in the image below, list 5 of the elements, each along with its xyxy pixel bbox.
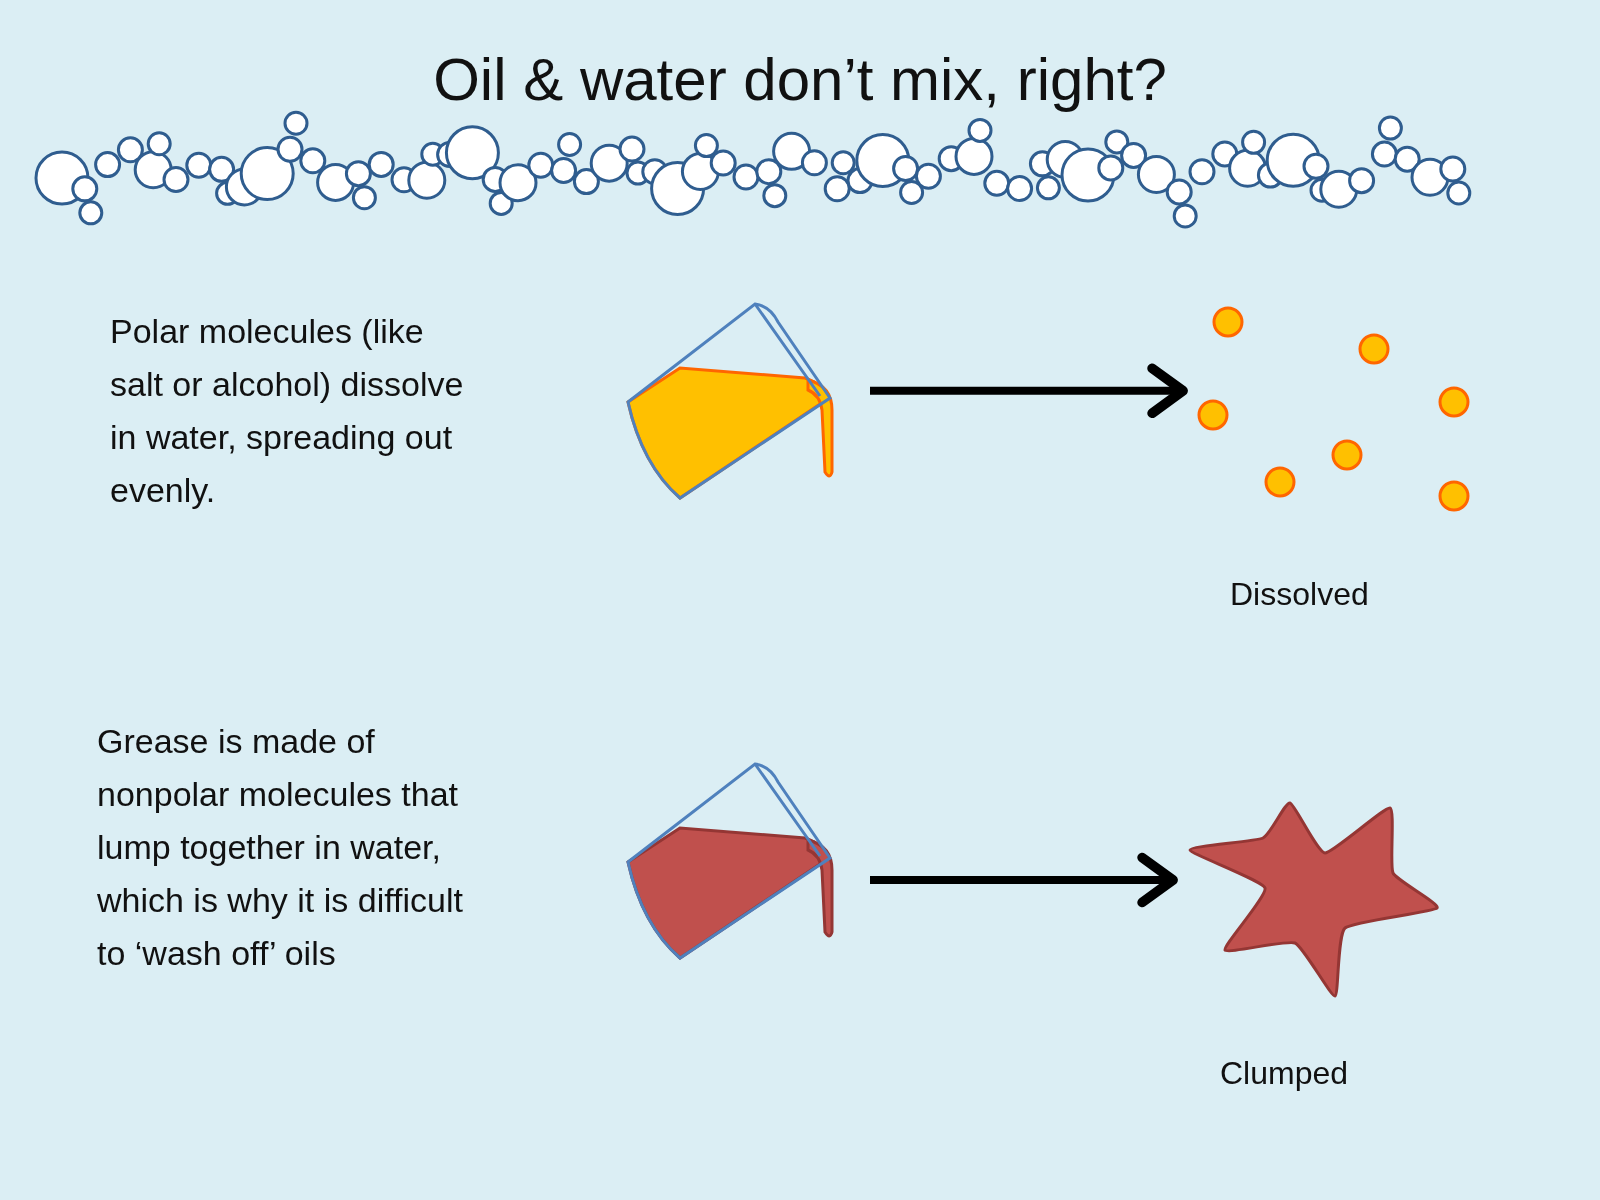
description-text: Grease is made of nonpolar molecules that lump together in water, which is why it is difficult to ‘wash off’ oils (97, 721, 464, 974)
node-label: Clumped (1220, 1055, 1349, 1092)
title: Oil & water don’t mix, right? (432, 45, 1168, 114)
description-text: Polar molecules (like salt or alcohol) dissolve in water, spreading out evenly. (110, 311, 465, 511)
node-label: Dissolved (1230, 576, 1369, 613)
